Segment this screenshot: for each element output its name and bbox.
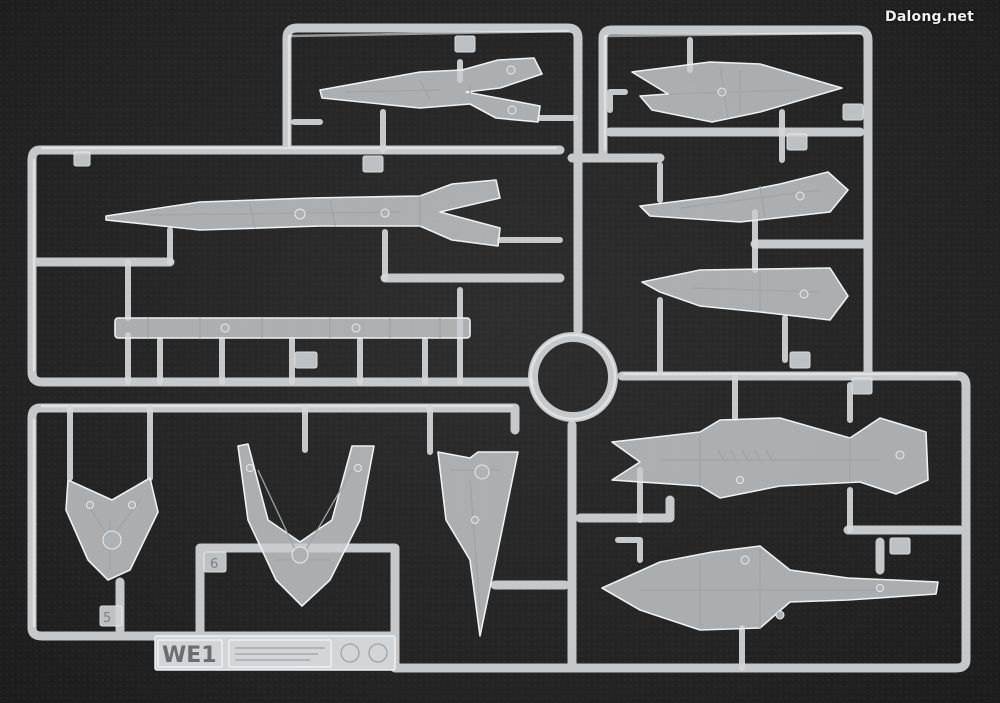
part-peg-rod (114, 317, 471, 339)
part-v-large (237, 443, 375, 607)
part-blade-right-top (631, 61, 843, 123)
part-number-5: 5 (103, 611, 111, 626)
part-dagger (437, 451, 519, 637)
sprue-gates (67, 35, 911, 671)
part-blade-top (319, 57, 543, 123)
runner-code: WE1 (162, 643, 217, 668)
watermark: Dalong.net (885, 9, 974, 25)
part-blade-long (105, 179, 501, 247)
runner-frame (27, 23, 971, 673)
part-number-6: 6 (210, 557, 218, 572)
part-fin-big-lower (601, 545, 939, 631)
part-blade-right-low (641, 267, 849, 321)
runner-label-tag (154, 635, 396, 671)
part-v-small (65, 477, 159, 581)
part-blade-right-mid (639, 171, 849, 223)
part-fin-big-upper (611, 417, 929, 499)
